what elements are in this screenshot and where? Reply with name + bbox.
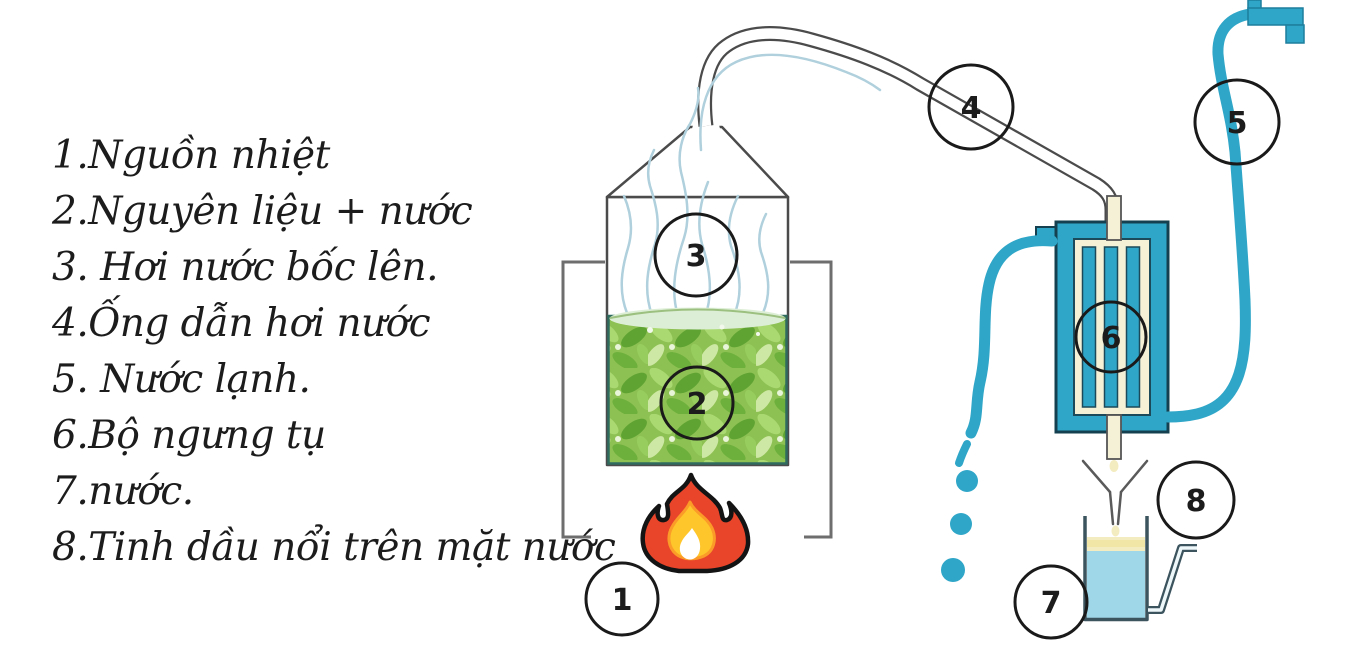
flame-icon: [640, 472, 751, 574]
legend-item-4: 4.Ống dẫn hơi nước: [52, 296, 615, 352]
legend-number: 3.: [52, 245, 89, 290]
retort-stand: [561, 260, 833, 539]
water-outflow: [941, 235, 1058, 582]
collection-beaker: [1083, 516, 1197, 622]
tap-icon: [1247, 0, 1305, 44]
marker-2-raw-material: 2: [659, 365, 735, 441]
legend-item-7: 7.nước.: [52, 464, 615, 520]
legend-label: Hơi nước bốc lên.: [88, 245, 439, 290]
marker-7-water: 7: [1013, 564, 1089, 640]
marker-1-heat-source: 1: [584, 561, 660, 637]
svg-text:2: 2: [687, 387, 708, 422]
marker-5-cold-water: 5: [1193, 78, 1281, 166]
legend-label: Bộ ngưng tụ: [88, 413, 326, 458]
cold-water-pipe: [1162, 0, 1305, 423]
legend-number: 8.: [52, 525, 89, 570]
legend-number: 7.: [52, 469, 89, 514]
marker-3-steam-rising: 3: [653, 212, 739, 298]
plant-material: [607, 307, 788, 465]
marker-6-condenser: 6: [1074, 300, 1148, 374]
legend-number: 5.: [52, 357, 89, 402]
legend-label: Nước lạnh.: [88, 357, 311, 402]
steam-lines: [620, 53, 882, 319]
legend-label: nước.: [88, 469, 194, 514]
legend-item-5: 5. Nước lạnh.: [52, 352, 615, 408]
legend-item-2: 2.Nguyên liệu + nước: [52, 184, 615, 240]
svg-text:8: 8: [1186, 484, 1207, 519]
vapor-tube: [697, 26, 1120, 228]
legend-label: Ống dẫn hơi nước: [88, 301, 431, 346]
legend-number: 2.: [52, 189, 89, 234]
legend-item-1: 1.Nguồn nhiệt: [52, 128, 615, 184]
marker-4-steam-pipe: 4: [927, 63, 1015, 151]
svg-text:6: 6: [1101, 321, 1122, 356]
water-drops: [941, 470, 978, 582]
svg-text:4: 4: [961, 91, 982, 126]
legend-number: 6.: [52, 413, 89, 458]
legend-label: Tinh dầu nổi trên mặt nước: [88, 525, 616, 570]
svg-text:3: 3: [686, 239, 707, 274]
svg-text:7: 7: [1041, 586, 1062, 621]
marker-8-essential-oil: 8: [1156, 460, 1236, 540]
funnel: [1081, 459, 1149, 537]
legend-list: 1.Nguồn nhiệt 2.Nguyên liệu + nước 3. Hơ…: [52, 128, 616, 576]
svg-text:5: 5: [1227, 106, 1248, 141]
legend-item-6: 6.Bộ ngưng tụ: [52, 408, 615, 464]
legend-number: 4.: [52, 301, 89, 346]
legend-number: 1.: [52, 133, 89, 178]
water-layer: [1087, 551, 1145, 618]
svg-text:1: 1: [612, 583, 633, 618]
legend-item-8: 8.Tinh dầu nổi trên mặt nước: [52, 520, 616, 576]
legend-item-3: 3. Hơi nước bốc lên.: [52, 240, 615, 296]
legend-label: Nguyên liệu + nước: [88, 189, 473, 234]
side-spout: [1148, 544, 1197, 614]
legend-label: Nguồn nhiệt: [88, 133, 330, 178]
